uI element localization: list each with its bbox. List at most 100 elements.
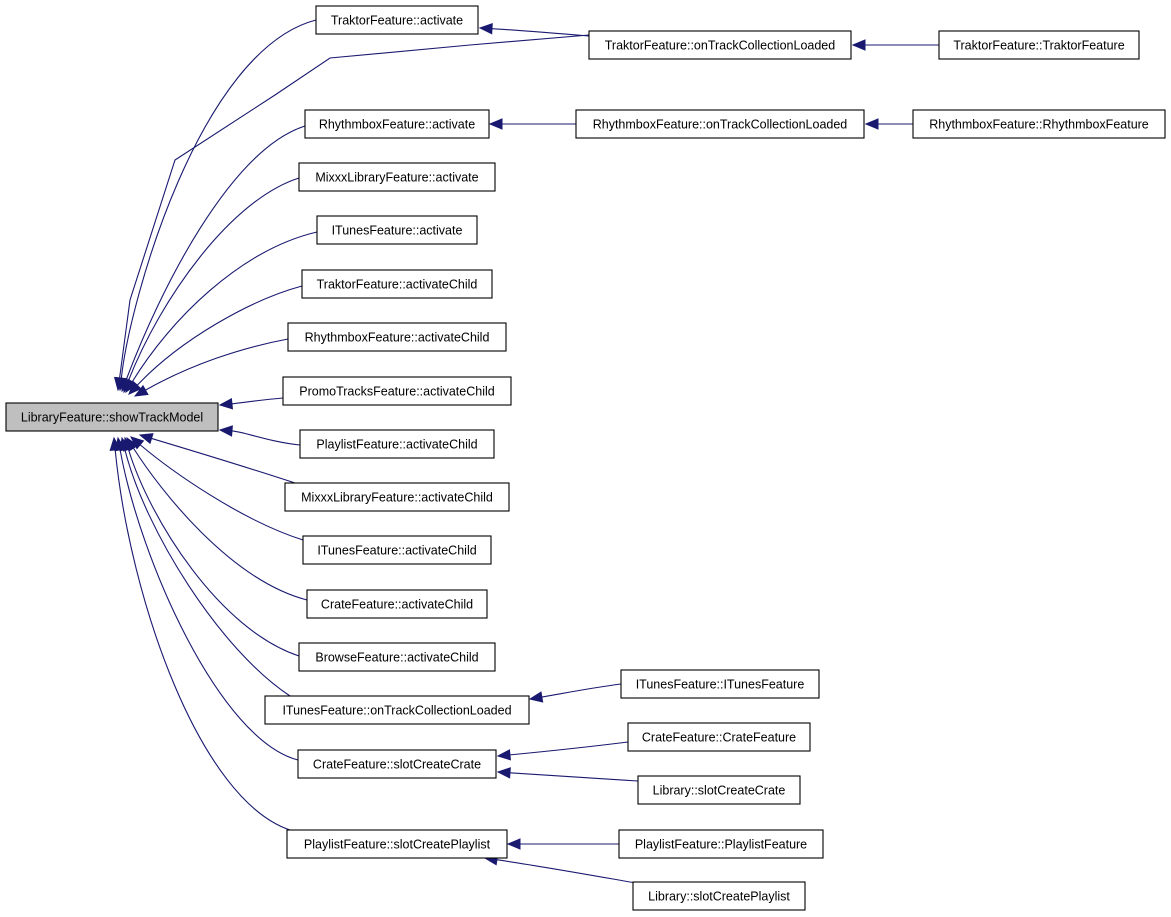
node-label: RhythmboxFeature::onTrackCollectionLoade… xyxy=(593,118,848,132)
node-label: PlaylistFeature::PlaylistFeature xyxy=(635,838,807,852)
node-mixxx-activatechild[interactable]: MixxxLibraryFeature::activateChild xyxy=(284,482,510,512)
node-label: PromoTracksFeature::activateChild xyxy=(299,385,494,399)
node-root[interactable]: LibraryFeature::showTrackModel xyxy=(5,402,219,432)
edge-traktor_activatechild-to-root xyxy=(128,285,303,395)
edge-playlist_activatechild-to-root xyxy=(218,425,301,446)
node-mixxx-activate[interactable]: MixxxLibraryFeature::activate xyxy=(298,162,496,192)
node-box xyxy=(302,535,492,565)
node-traktor-ctor[interactable]: TraktorFeature::TraktorFeature xyxy=(938,30,1140,60)
node-box xyxy=(316,215,478,245)
node-box xyxy=(627,722,811,752)
node-label: TraktorFeature::activateChild xyxy=(317,278,478,292)
node-playlist-activatechild[interactable]: PlaylistFeature::activateChild xyxy=(299,429,495,459)
node-label: BrowseFeature::activateChild xyxy=(315,651,478,665)
node-box xyxy=(588,30,852,60)
node-box xyxy=(284,482,510,512)
node-label: CrateFeature::activateChild xyxy=(321,598,473,612)
edge-traktor_ctor-to-traktor_onload xyxy=(851,39,939,51)
arrowhead xyxy=(218,398,234,410)
node-box xyxy=(618,829,824,859)
node-label: ITunesFeature::onTrackCollectionLoaded xyxy=(282,704,511,718)
node-label: RhythmboxFeature::activateChild xyxy=(305,331,490,345)
node-rhythmbox-activate[interactable]: RhythmboxFeature::activate xyxy=(304,109,490,139)
node-label: TraktorFeature::TraktorFeature xyxy=(953,39,1124,53)
node-box xyxy=(620,669,820,699)
edge-rhythmbox_ctor-to-rhythmbox_onload xyxy=(864,118,913,130)
node-itunes-activate[interactable]: ITunesFeature::activate xyxy=(316,215,478,245)
edge-promo_activatechild-to-root xyxy=(218,397,284,410)
node-browse-activatechild[interactable]: BrowseFeature::activateChild xyxy=(298,642,496,672)
edge-browse_activatechild-to-root xyxy=(123,436,300,657)
arrowhead xyxy=(133,384,149,397)
node-box xyxy=(298,642,496,672)
edge-itunes_ctor-to-itunes_onload xyxy=(528,683,622,703)
edge-rhythmbox_activatechild-to-root xyxy=(133,338,289,397)
node-label: Library::slotCreateCrate xyxy=(653,784,786,798)
node-label: MixxxLibraryFeature::activateChild xyxy=(301,491,493,505)
node-itunes-ctor[interactable]: ITunesFeature::ITunesFeature xyxy=(620,669,820,699)
node-playlist-slotcreate[interactable]: PlaylistFeature::slotCreatePlaylist xyxy=(286,829,508,859)
node-box xyxy=(297,749,497,779)
node-label: Library::slotCreatePlaylist xyxy=(648,890,790,904)
node-box xyxy=(315,5,479,35)
edge-library_slotcreateplaylist-to-playlist_slotcreate xyxy=(483,854,637,884)
edge-traktor_onload-to-traktor_activate xyxy=(478,22,590,37)
node-crate-slotcreate[interactable]: CrateFeature::slotCreateCrate xyxy=(297,749,497,779)
node-box xyxy=(912,109,1166,139)
node-box xyxy=(301,269,493,299)
node-box xyxy=(304,109,490,139)
edge-crate_activatechild-to-root xyxy=(126,436,308,601)
node-crate-ctor[interactable]: CrateFeature::CrateFeature xyxy=(627,722,811,752)
node-rhythmbox-activatechild[interactable]: RhythmboxFeature::activateChild xyxy=(287,322,507,352)
edges xyxy=(109,19,939,884)
node-box xyxy=(282,376,512,406)
edge-crate_ctor-to-crate_slotcreate xyxy=(496,741,629,761)
edge-rhythmbox_onload-to-rhythmbox_activate xyxy=(488,118,576,130)
node-traktor-onload[interactable]: TraktorFeature::onTrackCollectionLoaded xyxy=(588,30,852,60)
edge-mixxx_activatechild-to-root xyxy=(138,433,296,484)
node-library-slotcreatecrate[interactable]: Library::slotCreateCrate xyxy=(637,775,801,805)
edge-library_slotcreatecrate-to-crate_slotcreate xyxy=(496,767,639,782)
nodes: LibraryFeature::showTrackModel TraktorFea… xyxy=(5,5,1166,911)
node-label: ITunesFeature::ITunesFeature xyxy=(636,678,805,692)
node-label: LibraryFeature::showTrackModel xyxy=(21,411,203,425)
node-label: TraktorFeature::activate xyxy=(331,14,463,28)
node-box xyxy=(938,30,1140,60)
node-library-slotcreateplaylist[interactable]: Library::slotCreatePlaylist xyxy=(632,881,806,911)
node-label: RhythmboxFeature::RhythmboxFeature xyxy=(929,118,1149,132)
arrowhead xyxy=(109,436,121,452)
node-box xyxy=(306,589,488,619)
node-box xyxy=(287,322,507,352)
node-label: CrateFeature::CrateFeature xyxy=(642,731,796,745)
node-box xyxy=(299,429,495,459)
node-itunes-onload[interactable]: ITunesFeature::onTrackCollectionLoaded xyxy=(264,695,530,725)
node-box xyxy=(5,402,219,432)
node-box xyxy=(286,829,508,859)
arrowhead xyxy=(488,118,503,130)
edge-playlist_ctor-to-playlist_slotcreate xyxy=(506,838,620,850)
node-box xyxy=(575,109,865,139)
arrowhead xyxy=(864,118,879,130)
node-promo-activatechild[interactable]: PromoTracksFeature::activateChild xyxy=(282,376,512,406)
node-box xyxy=(632,881,806,911)
node-box xyxy=(264,695,530,725)
node-playlist-ctor[interactable]: PlaylistFeature::PlaylistFeature xyxy=(618,829,824,859)
node-itunes-activatechild[interactable]: ITunesFeature::activateChild xyxy=(302,535,492,565)
node-label: CrateFeature::slotCreateCrate xyxy=(313,758,481,772)
node-box xyxy=(637,775,801,805)
node-rhythmbox-onload[interactable]: RhythmboxFeature::onTrackCollectionLoade… xyxy=(575,109,865,139)
arrowhead xyxy=(496,767,511,779)
node-box xyxy=(298,162,496,192)
arrowhead xyxy=(506,838,521,850)
node-crate-activatechild[interactable]: CrateFeature::activateChild xyxy=(306,589,488,619)
node-traktor-activatechild[interactable]: TraktorFeature::activateChild xyxy=(301,269,493,299)
node-traktor-activate[interactable]: TraktorFeature::activate xyxy=(315,5,479,35)
node-label: ITunesFeature::activate xyxy=(332,224,463,238)
node-label: PlaylistFeature::activateChild xyxy=(316,438,477,452)
arrowhead xyxy=(851,39,866,51)
node-rhythmbox-ctor[interactable]: RhythmboxFeature::RhythmboxFeature xyxy=(912,109,1166,139)
node-label: RhythmboxFeature::activate xyxy=(319,118,475,132)
node-label: TraktorFeature::onTrackCollectionLoaded xyxy=(605,39,835,53)
edge-playlist_slotcreate-to-root xyxy=(109,436,291,831)
